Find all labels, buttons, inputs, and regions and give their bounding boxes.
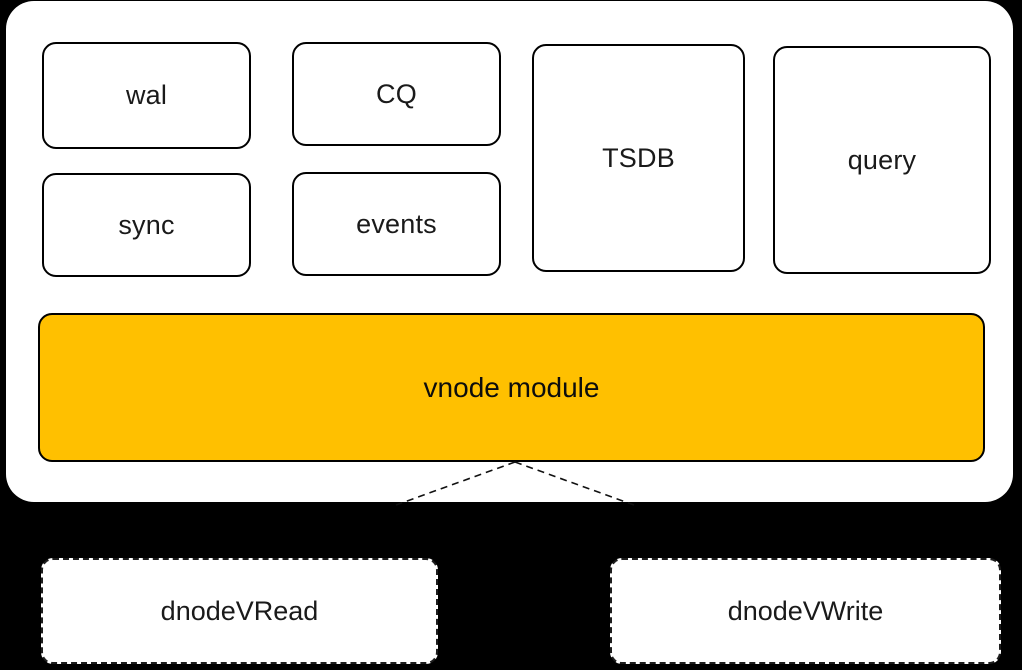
dnode-box-dnodevwrite[interactable]: dnodeVWrite (610, 558, 1001, 664)
module-box-query[interactable]: query (773, 46, 991, 274)
dnode-box-dnodevread[interactable]: dnodeVRead (41, 558, 438, 664)
module-box-cq[interactable]: CQ (292, 42, 501, 146)
vnode-container: wal sync CQ events TSDB query vnode modu… (6, 1, 1013, 502)
module-label-wal: wal (125, 80, 168, 110)
module-box-tsdb[interactable]: TSDB (532, 44, 745, 272)
module-label-tsdb: TSDB (602, 142, 675, 173)
module-label-sync: sync (118, 209, 175, 240)
dnode-label-dnodevwrite: dnodeVWrite (727, 595, 884, 626)
dnode-label-dnodevread: dnodeVRead (160, 595, 319, 626)
module-label-query: query (847, 144, 917, 175)
module-box-sync[interactable]: sync (42, 173, 251, 277)
vnode-module-bar[interactable]: vnode module (38, 313, 985, 462)
module-box-events[interactable]: events (292, 172, 501, 276)
module-label-events: events (356, 208, 437, 239)
module-label-cq: CQ (376, 78, 417, 109)
vnode-module-label: vnode module (423, 371, 600, 403)
module-box-wal[interactable]: wal (42, 42, 251, 149)
